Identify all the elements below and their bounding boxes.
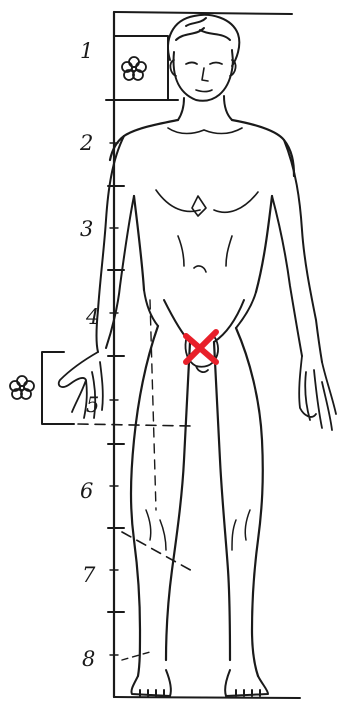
nose — [202, 68, 208, 81]
abdomen-lines — [178, 236, 232, 272]
unit-label-8: 8 — [82, 647, 95, 671]
bottom-line — [114, 697, 300, 698]
right-foot — [225, 670, 268, 696]
flower-icon — [122, 57, 146, 80]
unit-label-7: 7 — [82, 563, 96, 587]
hair — [168, 15, 239, 66]
neck — [178, 96, 232, 120]
hand-box-outline — [42, 352, 74, 424]
hand-box — [42, 352, 74, 424]
height-ruler — [106, 12, 300, 698]
head-unit-labels: 1 2 3 4 5 6 7 8 — [79, 39, 99, 671]
human-figure — [59, 15, 336, 696]
left-leg — [131, 326, 190, 676]
eyes — [186, 63, 222, 65]
dashed-ankle-guide — [122, 652, 150, 660]
left-arm — [97, 136, 135, 352]
right-hand — [299, 356, 336, 430]
collarbones — [168, 128, 242, 134]
knee-lines — [146, 510, 250, 550]
unit-label-6: 6 — [80, 479, 93, 503]
unit-label-2: 2 — [79, 131, 93, 155]
chest-lines — [156, 190, 258, 216]
unit-label-5: 5 — [86, 393, 99, 417]
right-arm — [272, 140, 322, 362]
top-line — [114, 12, 292, 14]
mouth — [196, 90, 212, 92]
right-leg — [214, 328, 263, 676]
unit-label-1: 1 — [80, 39, 93, 63]
flower-icon — [10, 376, 34, 399]
unit-label-3: 3 — [80, 217, 93, 241]
